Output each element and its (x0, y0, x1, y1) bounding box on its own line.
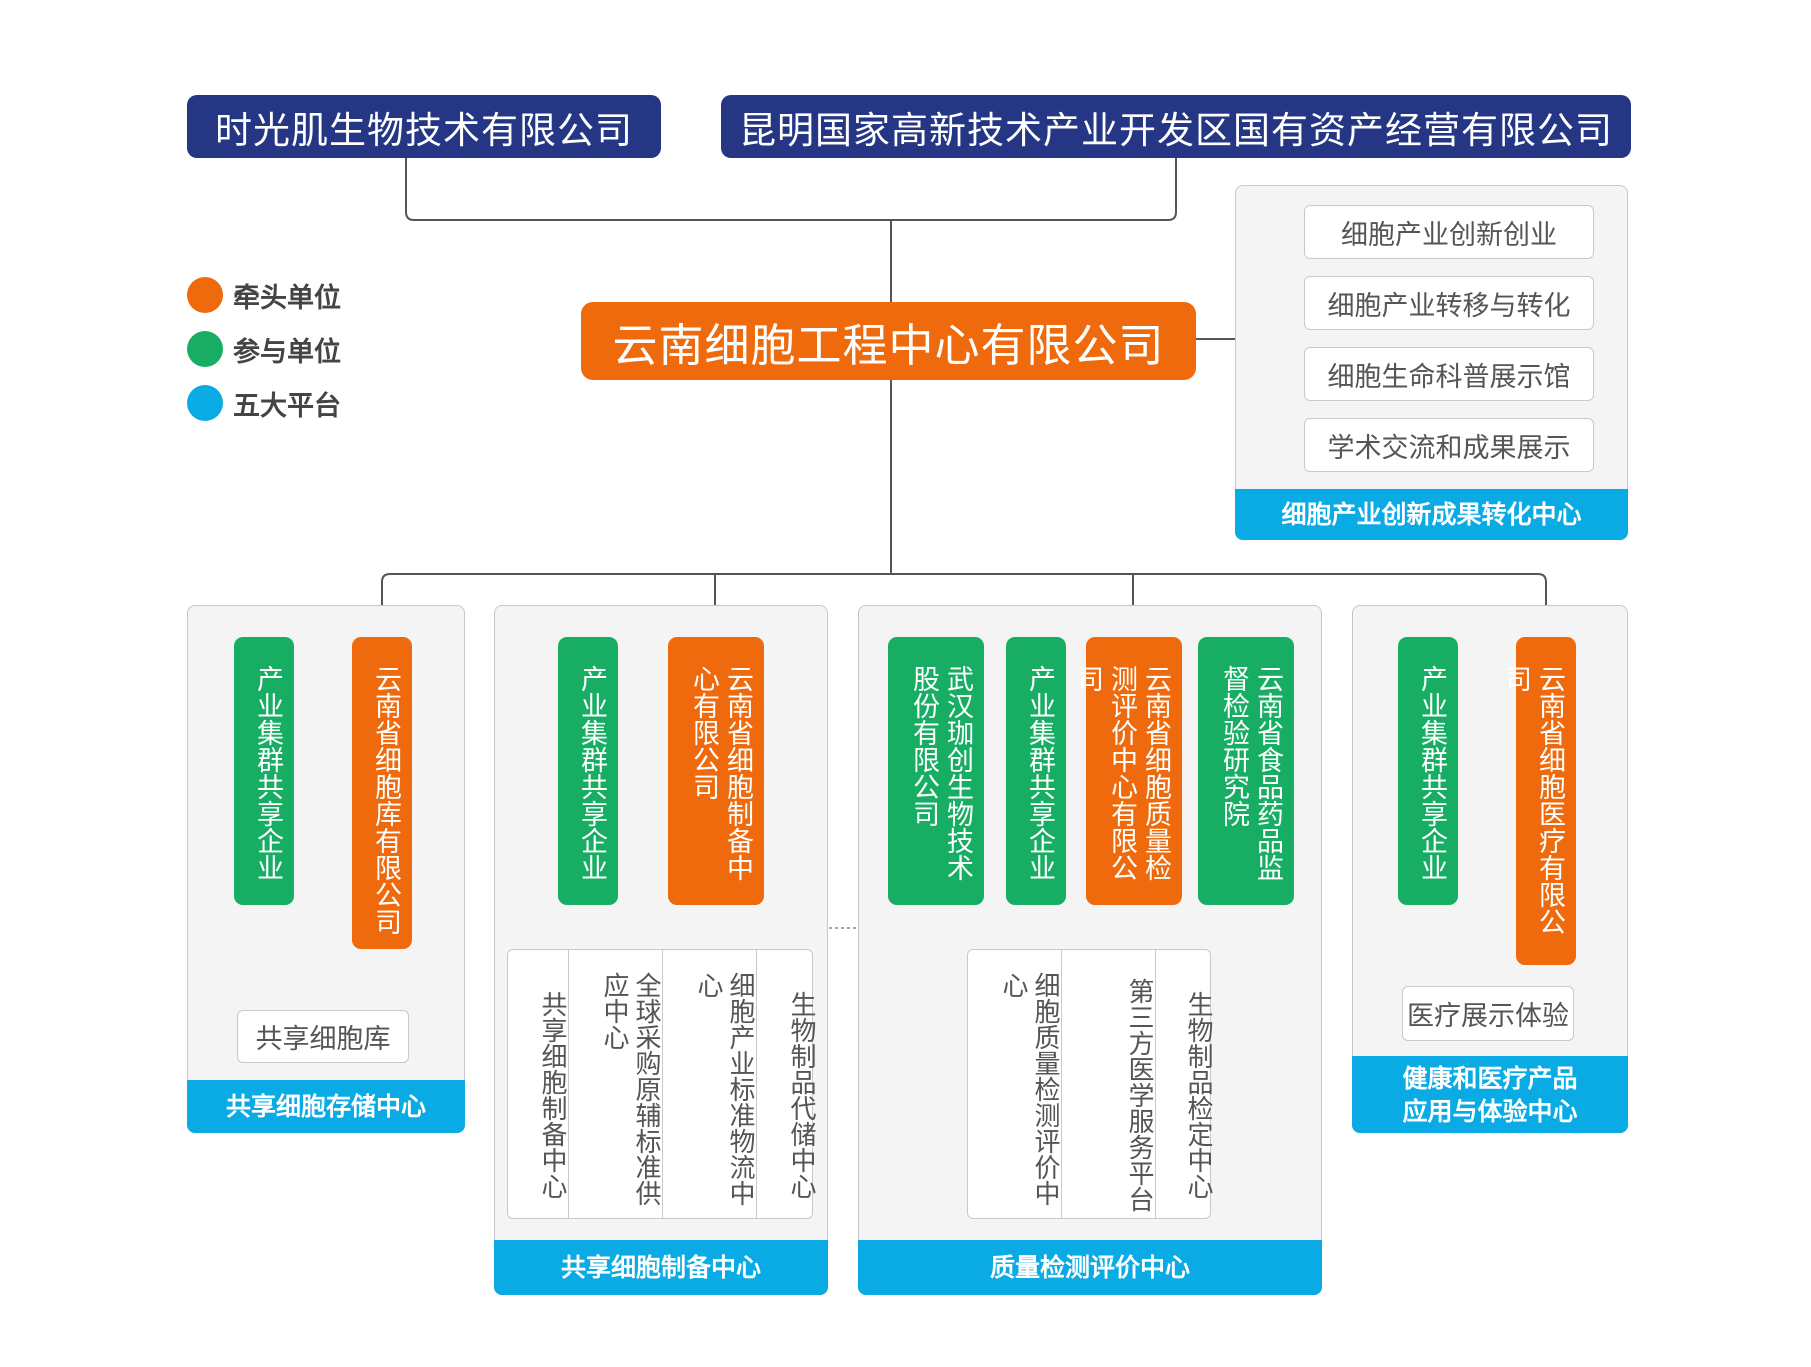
innovation-footer-label: 细胞产业创新成果转化中心 (1281, 500, 1582, 529)
quality-footer-label: 质量检测评价中心 (989, 1253, 1190, 1282)
health-panel (1352, 605, 1628, 1133)
storage-footer-label: 共享细胞存储中心 (225, 1092, 426, 1121)
quality-lead-label: 云南省细胞质量检测评价中心有限公司 (1072, 665, 1171, 881)
storage-footer: 共享细胞存储中心 (187, 1080, 465, 1133)
health-sub-label: 医疗展示体验 (1407, 1001, 1569, 1032)
storage-cluster-box: 产业集群共享企业 (234, 637, 294, 905)
innovation-item: 细胞产业转移与转化 (1304, 276, 1594, 330)
preparation-sub-group: 共享细胞制备中心 全球采购原辅标准供应中心 细胞产业标准物流中心 生物制品代储中… (507, 949, 816, 1219)
main-company-box: 云南细胞工程中心有限公司 (581, 302, 1196, 380)
quality-sub-item: 第三方医学服务平台 (1061, 950, 1155, 1218)
shareholder-box-2: 昆明国家高新技术产业开发区国有资产经营有限公司 (721, 95, 1631, 158)
branch-connector (381, 573, 1547, 640)
legend-lead-label: 牵头单位 (233, 282, 341, 314)
preparation-sub-item: 细胞产业标准物流中心 (662, 950, 756, 1218)
storage-sub-label: 共享细胞库 (255, 1024, 391, 1055)
quality-partner-box: 武汉珈创生物技术股份有限公司 (888, 637, 984, 905)
participant-dot-icon (187, 331, 223, 367)
quality-cluster-box: 产业集群共享企业 (1006, 637, 1066, 905)
legend-platform-label: 五大平台 (233, 390, 341, 422)
innovation-footer: 细胞产业创新成果转化中心 (1235, 489, 1628, 540)
quality-sub-label: 细胞质量检测评价中心 (998, 972, 1060, 1206)
innovation-item-label: 学术交流和成果展示 (1327, 432, 1571, 464)
quality-institute-box: 云南省食品药品监督检验研究院 (1198, 637, 1294, 905)
legend-participant-label: 参与单位 (233, 336, 341, 368)
quality-sub-label: 生物制品检定中心 (1183, 991, 1213, 1199)
quality-sub-group: 细胞质量检测评价中心 第三方医学服务平台 生物制品检定中心 (967, 949, 1214, 1219)
preparation-sub-label: 全球采购原辅标准供应中心 (599, 972, 661, 1206)
storage-lead-box: 云南省细胞库有限公司 (352, 637, 412, 949)
preparation-lead-label: 云南省细胞制备中心有限公司 (688, 665, 753, 881)
preparation-cluster-box: 产业集群共享企业 (558, 637, 618, 905)
main-company-label: 云南细胞工程中心有限公司 (612, 318, 1165, 372)
preparation-footer-label: 共享细胞制备中心 (560, 1253, 761, 1282)
shareholder-1-label: 时光肌生物技术有限公司 (215, 108, 633, 152)
health-lead-box: 云南省细胞医疗有限公司 (1500, 637, 1576, 965)
storage-sub-box: 共享细胞库 (237, 1010, 409, 1063)
innovation-item: 学术交流和成果展示 (1304, 418, 1594, 472)
quality-lead-box: 云南省细胞质量检测评价中心有限公司 (1072, 637, 1182, 905)
preparation-cluster-label: 产业集群共享企业 (576, 665, 607, 881)
preparation-sub-label: 生物制品代储中心 (786, 991, 816, 1199)
health-sub-box: 医疗展示体验 (1402, 986, 1574, 1041)
shareholder-box-1: 时光肌生物技术有限公司 (187, 95, 661, 158)
quality-institute-label: 云南省食品药品监督检验研究院 (1218, 665, 1283, 881)
legend-participant: 参与单位 (187, 322, 341, 376)
health-footer-line1: 健康和医疗产品 (1402, 1063, 1578, 1093)
innovation-item: 细胞产业创新创业 (1304, 205, 1594, 259)
preparation-sub-label: 共享细胞制备中心 (537, 991, 567, 1199)
shareholder-2-label: 昆明国家高新技术产业开发区国有资产经营有限公司 (739, 108, 1613, 152)
quality-sub-label: 第三方医学服务平台 (1124, 978, 1154, 1212)
quality-cluster-label: 产业集群共享企业 (1024, 665, 1055, 881)
innovation-item-label: 细胞产业转移与转化 (1327, 290, 1571, 322)
innovation-item: 细胞生命科普展示馆 (1304, 347, 1594, 401)
shareholder-connector (405, 158, 1177, 221)
quality-sub-item: 细胞质量检测评价中心 (968, 950, 1061, 1218)
storage-cluster-label: 产业集群共享企业 (252, 665, 283, 881)
health-lead-label: 云南省细胞医疗有限公司 (1500, 665, 1565, 935)
health-footer-line2: 应用与体验中心 (1402, 1096, 1578, 1126)
quality-sub-item: 生物制品检定中心 (1155, 950, 1214, 1218)
lead-dot-icon (187, 277, 223, 313)
quality-footer: 质量检测评价中心 (858, 1240, 1322, 1295)
health-cluster-label: 产业集群共享企业 (1416, 665, 1447, 881)
preparation-sub-item: 全球采购原辅标准供应中心 (568, 950, 662, 1218)
innovation-item-label: 细胞产业创新创业 (1341, 219, 1557, 251)
health-cluster-box: 产业集群共享企业 (1398, 637, 1458, 905)
preparation-sub-item: 生物制品代储中心 (756, 950, 817, 1218)
legend-lead: 牵头单位 (187, 268, 341, 322)
storage-lead-label: 云南省细胞库有限公司 (370, 665, 401, 935)
quality-partner-label: 武汉珈创生物技术股份有限公司 (908, 665, 973, 881)
health-footer: 健康和医疗产品 应用与体验中心 (1352, 1056, 1628, 1133)
preparation-footer: 共享细胞制备中心 (494, 1240, 828, 1295)
legend-platform: 五大平台 (187, 376, 341, 430)
platform-dot-icon (187, 385, 223, 421)
legend: 牵头单位 参与单位 五大平台 (187, 268, 341, 430)
preparation-sub-label: 细胞产业标准物流中心 (693, 972, 755, 1206)
innovation-item-label: 细胞生命科普展示馆 (1327, 361, 1571, 393)
preparation-lead-box: 云南省细胞制备中心有限公司 (668, 637, 764, 905)
preparation-sub-item: 共享细胞制备中心 (508, 950, 568, 1218)
